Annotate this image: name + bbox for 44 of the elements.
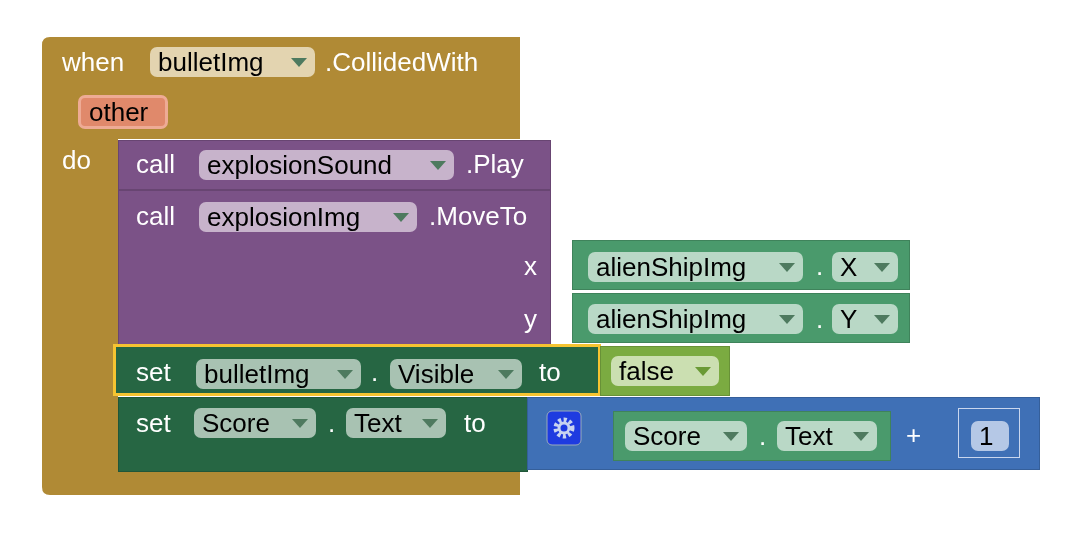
dropdown-field: Visible xyxy=(390,359,522,389)
block-label: . xyxy=(759,421,767,451)
dropdown-field: Text xyxy=(346,408,446,438)
block-label: . xyxy=(816,251,824,281)
dropdown-field: Y xyxy=(832,304,898,334)
block-label: .MoveTo xyxy=(429,201,528,231)
dropdown-field: explosionSound xyxy=(199,150,454,180)
block-label: to xyxy=(539,357,561,387)
dropdown-field: bulletImg xyxy=(150,47,315,77)
boolean-block xyxy=(600,346,730,396)
block-label: when xyxy=(62,47,125,77)
property-setter-block xyxy=(118,397,528,472)
dropdown-field: X xyxy=(832,252,898,282)
number-field: 1 xyxy=(971,421,1009,451)
dropdown-field: bulletImg xyxy=(196,359,361,389)
dropdown-field: alienShipImg xyxy=(588,304,803,334)
addition-block xyxy=(527,397,1040,470)
block-label: call xyxy=(136,201,175,231)
block-label: .Play xyxy=(466,149,524,179)
method-call-block xyxy=(118,190,551,345)
dropdown-field: Text xyxy=(777,421,877,451)
block-label: . xyxy=(328,408,336,438)
method-call-block xyxy=(118,140,551,190)
block-label: y xyxy=(524,304,537,334)
block-label: . xyxy=(371,357,379,387)
block-label: .CollidedWith xyxy=(325,47,479,77)
dropdown-field: alienShipImg xyxy=(588,252,803,282)
block-label: . xyxy=(816,304,824,334)
property-setter-block xyxy=(113,344,601,396)
block-label: call xyxy=(136,149,175,179)
block-label: x xyxy=(524,251,537,281)
dropdown-field: explosionImg xyxy=(199,202,417,232)
operator-label: + xyxy=(906,420,922,450)
dropdown-field: Score xyxy=(625,421,747,451)
dropdown-field: Score xyxy=(194,408,316,438)
parameter-field: other xyxy=(78,95,168,129)
property-getter-block xyxy=(572,293,910,343)
block-label: do xyxy=(62,145,91,175)
property-getter-block xyxy=(572,240,910,290)
block-label: set xyxy=(136,357,171,387)
dropdown-field: false xyxy=(611,356,719,386)
block-label: to xyxy=(464,408,486,438)
property-getter-block xyxy=(613,411,891,461)
block-label: set xyxy=(136,408,171,438)
